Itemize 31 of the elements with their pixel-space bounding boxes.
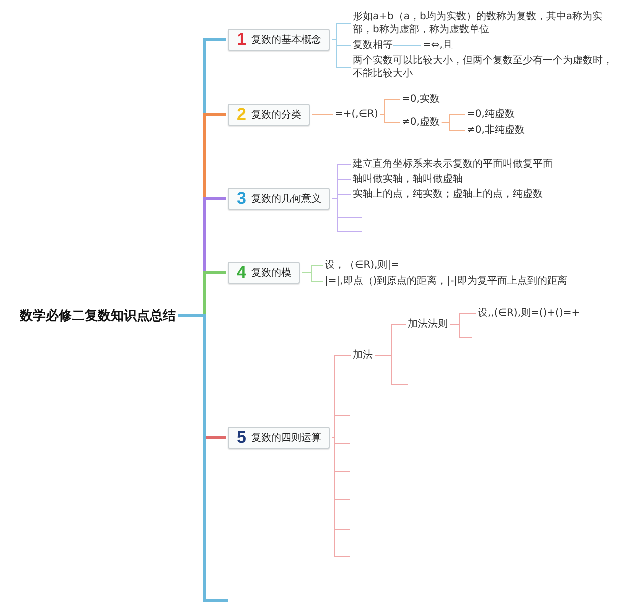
topic-box: 5 复数的四则运算 [228, 427, 330, 449]
topic-box: 3 复数的几何意义 [228, 188, 330, 210]
branch-text: 轴叫做实轴，轴叫做虚轴 [353, 174, 463, 186]
branch-text: ≠0,虚数 [402, 116, 440, 130]
branch-text: 复数相等 [353, 40, 393, 52]
connector-line [332, 416, 350, 438]
connector-line [178, 314, 228, 602]
branch-text: ≠0,非纯虚数 [467, 124, 525, 138]
branch-text: =+(,∈R) [335, 108, 378, 122]
connector-line [380, 114, 400, 124]
connector-line [441, 122, 466, 132]
branch-text: |=|,即点（)到原点的距离，|-|即为复平面上点到的距离 [325, 276, 568, 288]
connector-line [302, 272, 324, 282]
connector-line [332, 438, 350, 558]
branch-text: =0,实数 [402, 94, 440, 106]
branch-text: 实轴上的点，纯实数；虚轴上的点，纯虚数 [353, 188, 543, 202]
connector-line [450, 324, 472, 338]
branch-text: =0,纯虚数 [467, 108, 515, 122]
central-topic: 数学必修二复数知识点总结 [20, 307, 176, 325]
branch-text: 加法法则 [408, 318, 448, 332]
topic-box: 1 复数的基本概念 [228, 29, 330, 51]
branch-text: 设,,(∈R),则=()+()=+ [478, 308, 580, 320]
branch-text: 设，（∈R),则|= [325, 260, 400, 272]
connector-line [332, 40, 352, 68]
topic-box: 4 复数的模 [228, 262, 300, 284]
branch-text: =⇔,且 [423, 40, 453, 52]
connector-line [374, 356, 408, 386]
branch-text: 加法 [353, 350, 373, 362]
connector-line [312, 114, 334, 116]
topic-box: 2 复数的分类 [228, 104, 310, 126]
branch-text: 建立直角坐标系来表示复数的平面叫做复平面 [353, 158, 553, 172]
